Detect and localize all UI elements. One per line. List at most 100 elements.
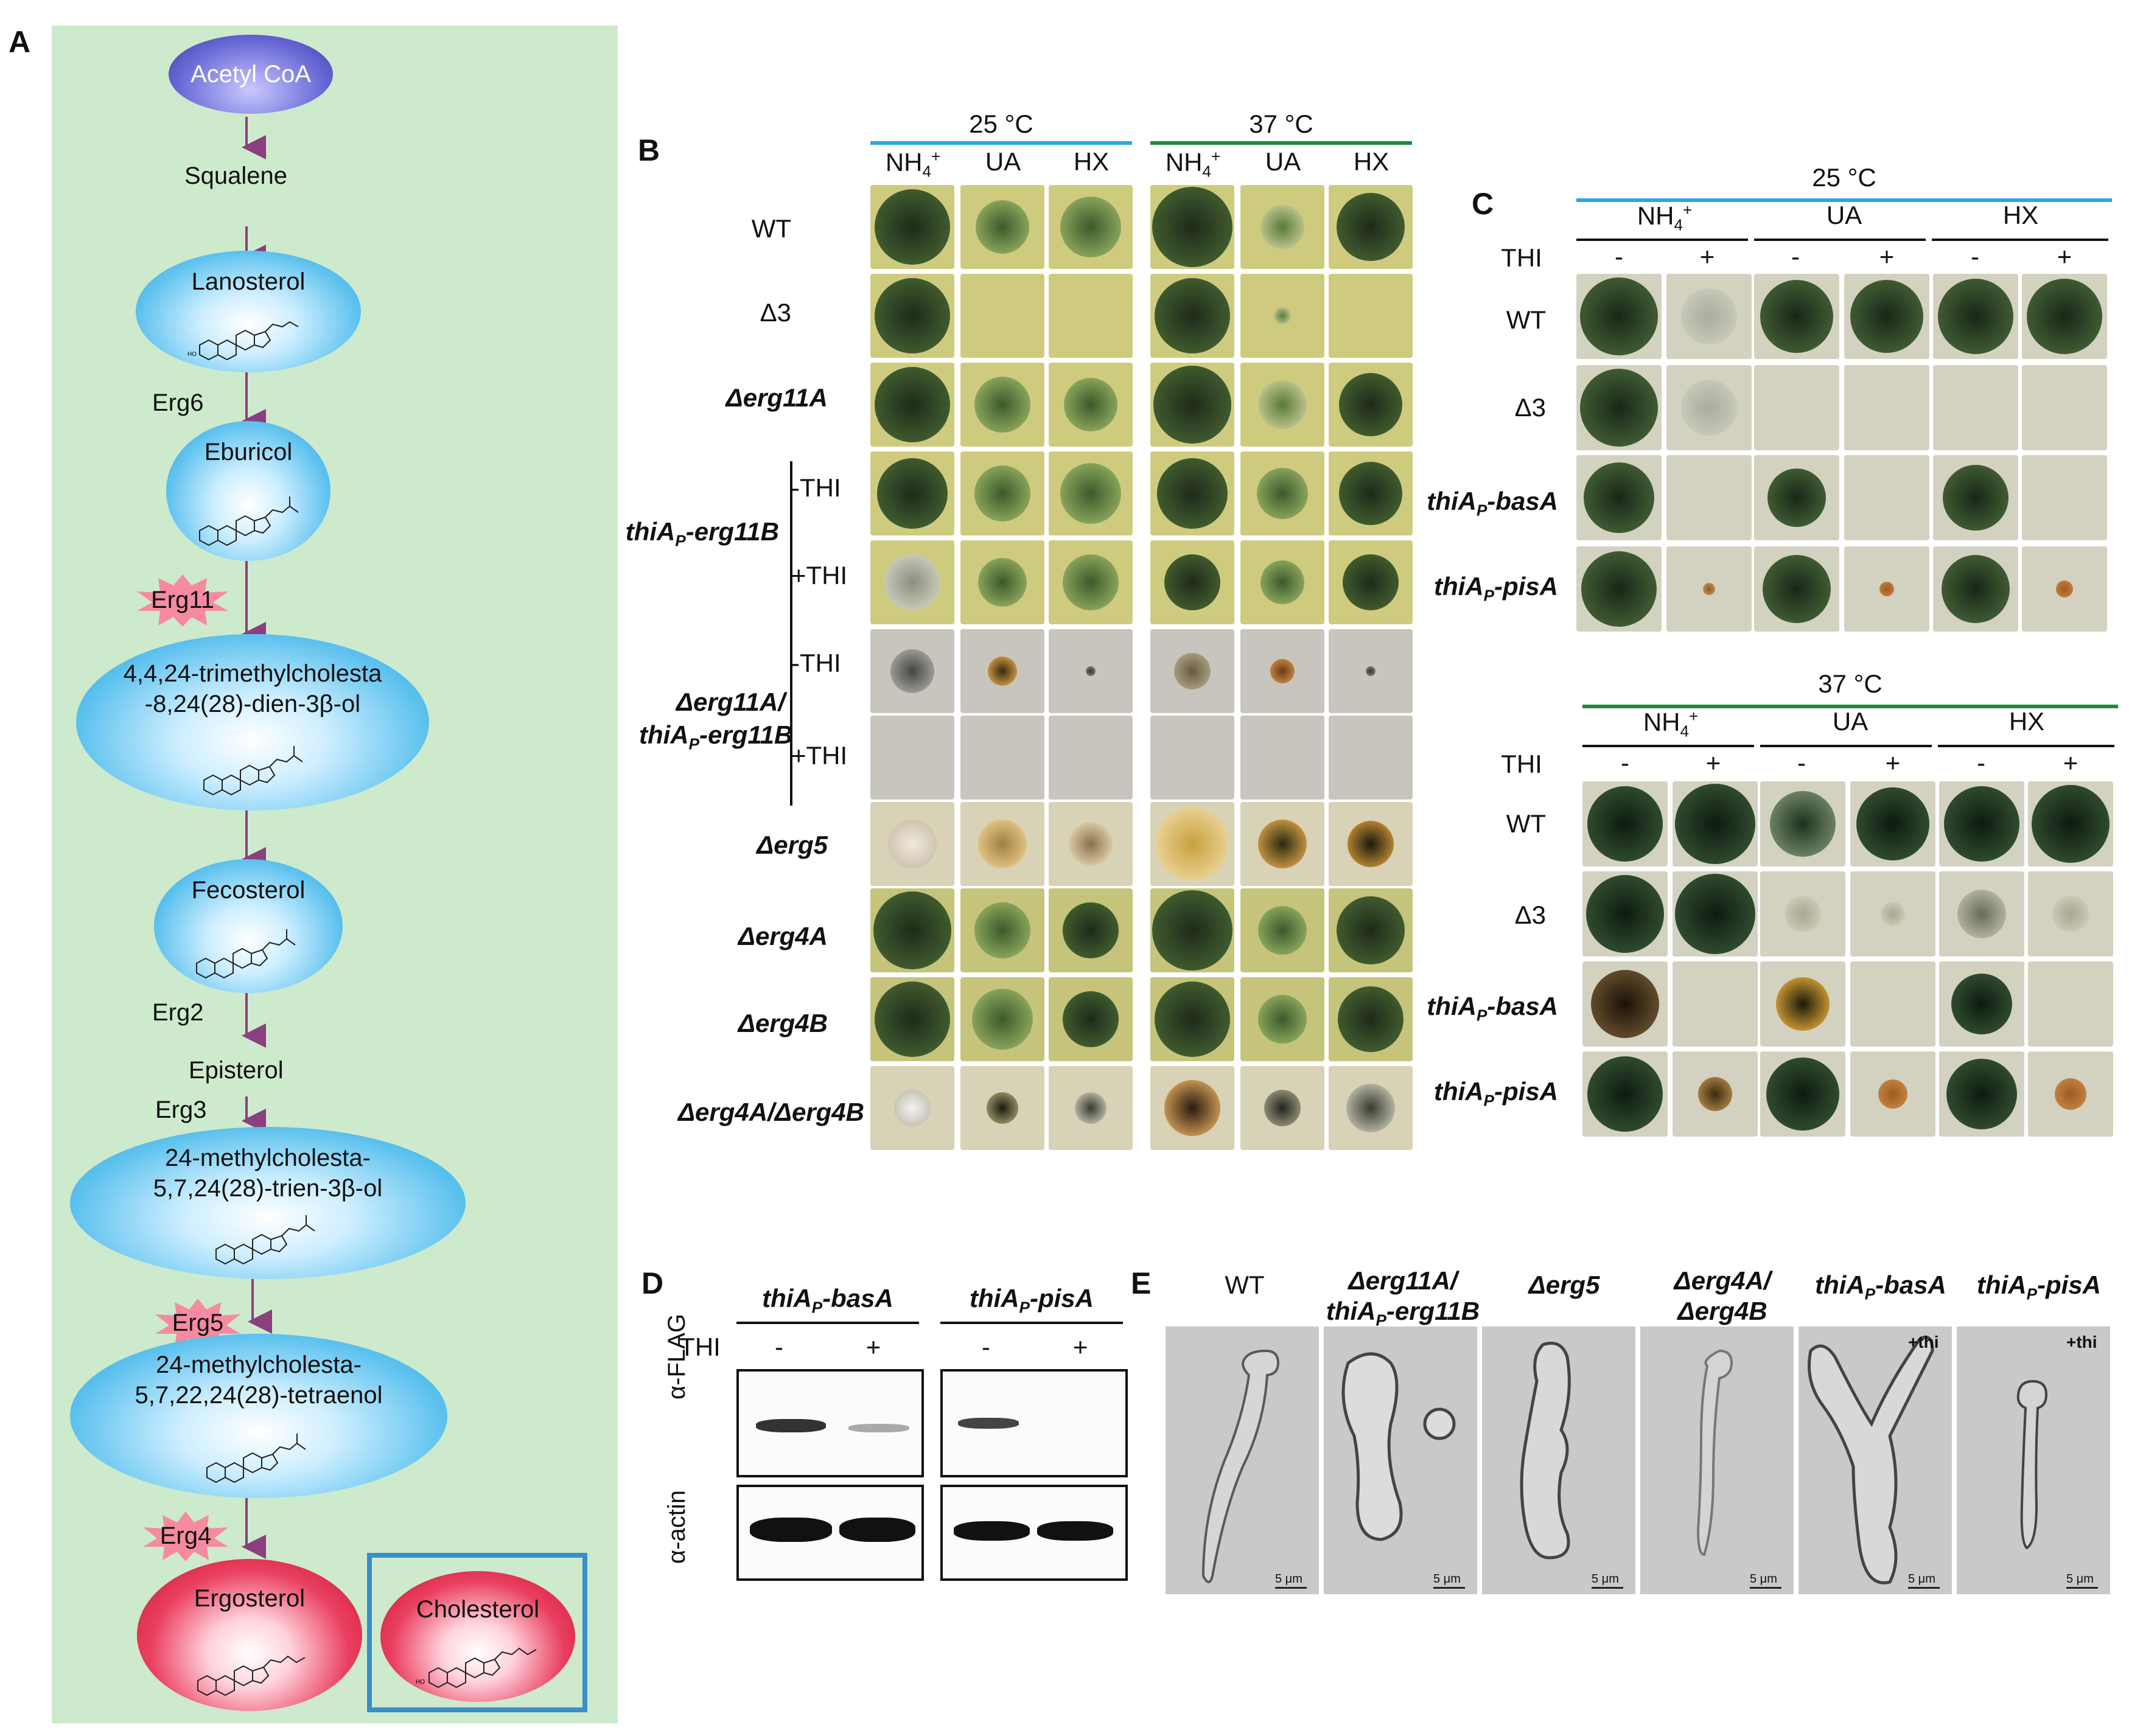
plate-b-r10-c5 [1329,1066,1413,1150]
panel-b-minus-thi-2: -THI [791,649,841,677]
plate-c37-r0-c0 [1582,781,1668,866]
micrograph-pisa-thi-label: +thi [2066,1333,2097,1351]
colony-b-r10-c5 [1346,1084,1395,1132]
node-tetraenol: 24-methylcholesta- 5,7,22,24(28)-tetraen… [70,1334,447,1498]
enzyme-erg4-star-icon [143,1511,228,1561]
plate-b-r1-c1 [960,274,1044,358]
panel-b-37-bar [1150,141,1412,145]
panel-c-ua-37: UA [1832,707,1869,736]
panel-b-thi-erg11b-a: thiA [625,517,676,546]
plate-b-r8-c4 [1240,888,1324,972]
panel-letter-a: A [9,25,31,59]
colony-b-r1-c0 [875,278,950,354]
colony-b-r10-c2 [1075,1092,1106,1124]
panel-b-double-2b: -erg11B [699,720,793,749]
ergosterol-structure-icon [197,1655,306,1696]
node-fecosterol: Fecosterol [154,859,343,993]
node-eburicol: Eburicol [166,421,330,561]
plate-b-r3-c0 [870,451,954,535]
plate-b-r7-c3 [1150,802,1234,886]
panel-b-plus-thi-1: +THI [791,561,848,590]
colony-c25-r0-c4 [1938,279,2013,354]
node-lanosterol: Lanosterol HO [136,251,361,372]
colony-c37-r0-c1 [1675,784,1755,864]
micrograph-erg5-scale: 5 μm [1592,1572,1619,1586]
colony-b-r7-c1 [978,820,1027,868]
colony-c37-r1-c2 [1785,896,1821,932]
panel-b-row-erg4ab: Δerg4A/Δerg4B [677,1098,864,1126]
plate-c37-r3-c1 [1673,1051,1758,1137]
panel-b-hx-25: HX [1073,147,1110,176]
plate-c25-r3-c4 [1933,546,2018,632]
colony-c37-r0-c4 [1944,786,2019,862]
panel-b-nh4-25-text: NH [885,148,923,176]
colony-b-r3-c1 [974,465,1030,521]
colony-c37-r2-c2 [1776,977,1830,1031]
flag-band-basa-minus [756,1419,826,1432]
panel-b-bracket-2 [790,629,792,806]
plate-c25-r1-c3 [1844,365,1929,450]
panel-c-25-d3: Δ3 [1514,393,1546,422]
pathway-panel: Acetyl CoA Squalene Lanosterol HO Erg6 E… [52,26,618,1723]
plate-b-r1-c4 [1240,274,1324,358]
colony-b-r5-c5 [1366,666,1376,676]
micrograph-erg11-scale: 5 μm [1433,1572,1461,1586]
colony-b-r8-c4 [1258,906,1307,955]
panel-c-37-sign-2: - [1797,748,1806,777]
node-eburicol-label: Eburicol [204,439,293,465]
colony-b-r0-c3 [1152,187,1232,267]
panel-d-pisa-plus: + [1072,1333,1088,1361]
panel-d-flag-blot-pisa [940,1369,1128,1477]
panel-c-nh4-25-sup: + [1682,201,1693,219]
colony-b-r5-c1 [988,657,1017,686]
panel-c-37-sep-2 [1760,745,1932,747]
panel-c-25-sep-2 [1754,239,1926,241]
panel-c-37-basa-b: -basA [1487,992,1558,1020]
plate-b-r2-c5 [1329,363,1413,447]
panel-b-nh4-37-text: NH [1165,148,1203,176]
colony-c25-r3-c3 [1879,582,1894,596]
colony-b-r8-c3 [1152,890,1232,971]
colony-c25-r0-c0 [1580,277,1658,355]
colony-c37-r3-c1 [1698,1077,1732,1111]
colony-c37-r3-c4 [1946,1059,2017,1129]
panel-c-25-sign-5: + [2057,242,2072,271]
colony-b-r9-c5 [1338,986,1404,1052]
plate-c37-r0-c5 [2028,781,2113,866]
panel-d-basa-header: thiAP-basA [736,1284,919,1317]
panel-b-row-double-2: thiAP-erg11B [639,720,792,753]
panel-b-row-erg4a: Δerg4A [738,922,828,950]
plate-c37-r3-c3 [1850,1051,1935,1137]
plate-c37-r1-c5 [2028,871,2113,957]
colony-c37-r1-c0 [1586,875,1664,953]
plate-c37-r1-c0 [1582,871,1668,957]
eburicol-structure-icon [199,497,299,546]
plate-c25-r1-c2 [1754,365,1839,450]
plate-c37-r2-c1 [1673,961,1758,1047]
panel-b-row-erg5: Δerg5 [757,831,828,859]
colony-b-r0-c0 [875,189,950,265]
plate-b-r3-c1 [960,451,1044,535]
colony-b-r3-c3 [1157,458,1228,529]
colony-c25-r1-c0 [1580,369,1658,447]
node-trienol-line2: 5,7,24(28)-trien-3β-ol [153,1175,383,1202]
plate-b-r9-c4 [1240,977,1324,1061]
panel-c-nh4-37-text: NH [1643,708,1680,736]
plate-b-r0-c2 [1049,185,1133,269]
plate-b-r4-c5 [1329,540,1413,624]
panel-letter-c: C [1472,187,1494,221]
micrograph-wt-scale: 5 μm [1275,1572,1302,1586]
panel-d-pisa-header: thiAP-pisA [940,1284,1123,1317]
plate-c37-r1-c2 [1760,871,1845,957]
colony-b-r1-c3 [1155,278,1230,354]
micrograph-erg5-scalebar [1592,1587,1623,1589]
colony-b-r1-c4 [1274,307,1291,324]
colony-b-r7-c3 [1156,807,1229,880]
node-tetraenol-line2: 5,7,22,24(28)-tetraenol [135,1382,383,1409]
colony-b-r10-c3 [1164,1080,1220,1136]
panel-d-pisa-minus: - [982,1333,990,1361]
panel-b-temp-25: 25 °C [969,110,1033,138]
tetraenol-structure-icon [206,1434,306,1483]
panel-b-25-bar [870,141,1132,145]
panel-c-25-basa-p: P [1476,501,1488,520]
